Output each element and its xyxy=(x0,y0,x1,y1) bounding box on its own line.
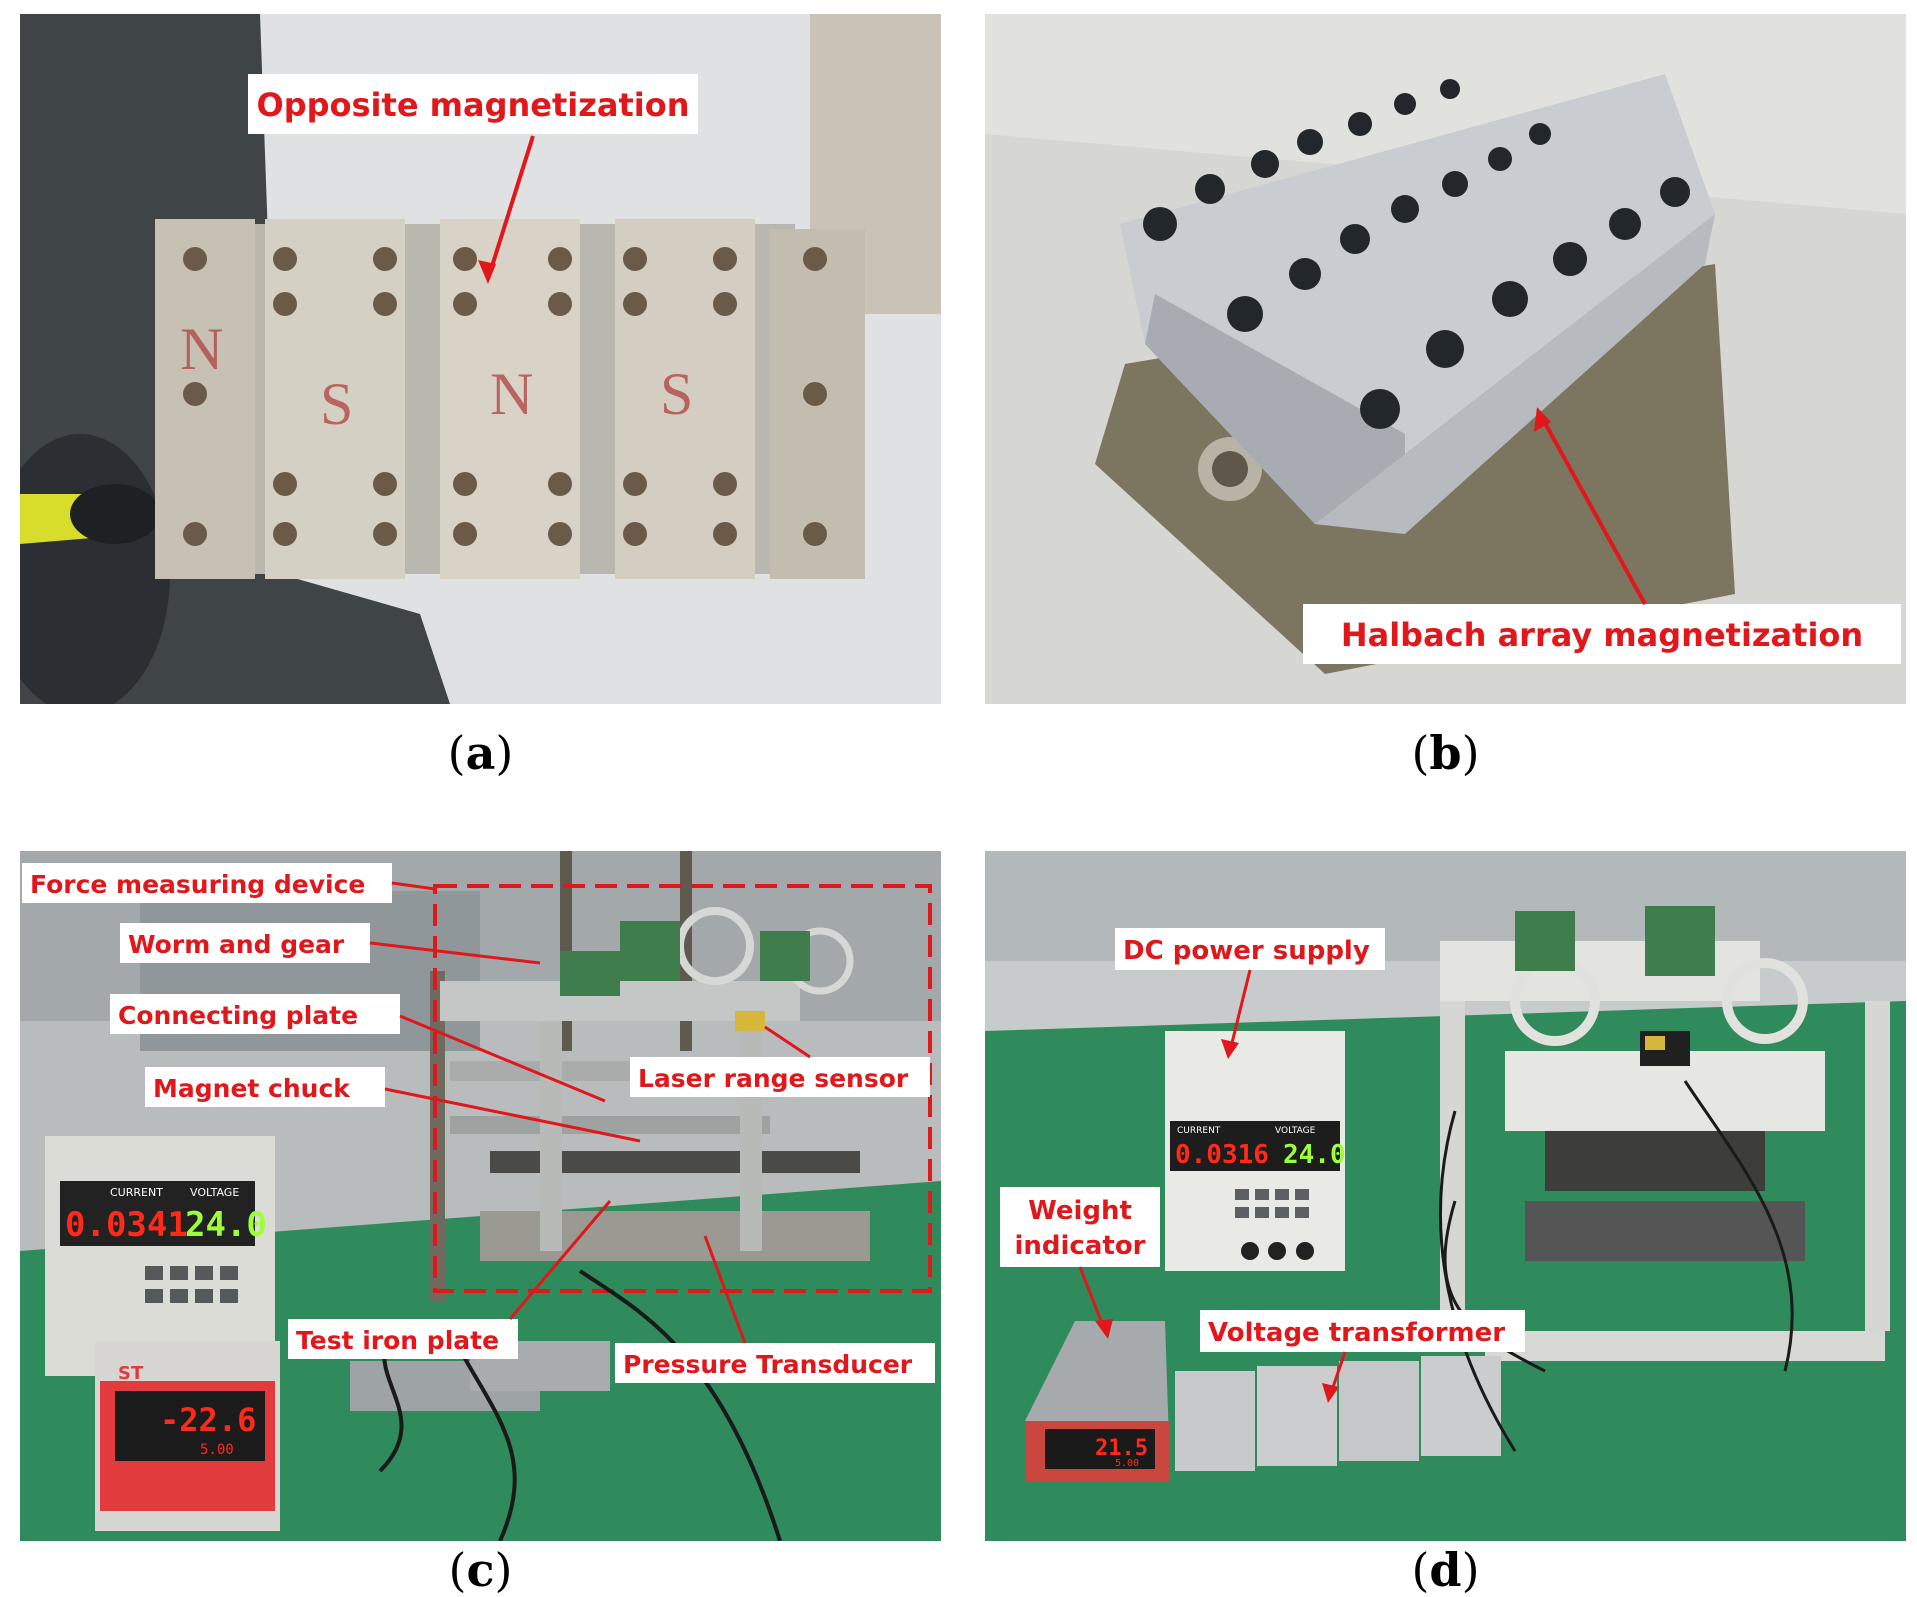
photo-panel-a: N S N S Opposite magnetization xyxy=(20,14,941,704)
weight-indicator-label-line1: Weight xyxy=(1028,1196,1132,1226)
arrow-head-icon xyxy=(1322,1383,1339,1403)
svg-text:ST: ST xyxy=(118,1363,144,1384)
voltage-transformer-label: Voltage transformer xyxy=(1208,1318,1505,1348)
callout-box-opposite xyxy=(248,74,698,134)
dc-power-supply: CURRENT VOLTAGE 0.0341 24.0 xyxy=(45,1136,275,1376)
caption-c: (c) xyxy=(448,1543,513,1597)
caption-b: (b) xyxy=(1411,726,1480,780)
photo-panel-d: CURRENT VOLTAGE 0.0316 24.0 21.5 5.00 xyxy=(985,851,1906,1541)
callout-arrow xyxy=(1538,413,1647,605)
voltage-transformers-d xyxy=(1175,1356,1501,1471)
indicator-value-readout: -22.6 xyxy=(160,1401,256,1439)
halbach-array-label: Halbach array magnetization xyxy=(1341,616,1863,654)
psu-current-readout: 0.0341 xyxy=(65,1205,188,1245)
svg-text:S: S xyxy=(660,361,693,427)
arrow-head-icon xyxy=(478,260,496,284)
screw-holes xyxy=(183,247,827,546)
svg-text:5.00: 5.00 xyxy=(1115,1458,1139,1469)
svg-text:5.00: 5.00 xyxy=(200,1442,234,1458)
psu-voltage-readout-d: 24.0 xyxy=(1283,1140,1346,1170)
force-measuring-device-label: Force measuring device xyxy=(30,870,365,899)
svg-text:VOLTAGE: VOLTAGE xyxy=(190,1186,239,1199)
connecting-plate-label: Connecting plate xyxy=(118,1001,358,1030)
svg-text:N: N xyxy=(180,316,223,382)
arrow-head-icon xyxy=(1095,1319,1113,1339)
photo-panel-c: CURRENT VOLTAGE 0.0341 24.0 ST -22.6 5.0… xyxy=(20,851,941,1541)
voltage-transformers xyxy=(350,1341,610,1411)
test-iron-plate-label: Test iron plate xyxy=(296,1326,499,1355)
indicator-value-readout-d: 21.5 xyxy=(1095,1436,1148,1461)
weight-indicator-d: 21.5 5.00 xyxy=(1025,1321,1170,1481)
press-frame xyxy=(430,851,870,1301)
magnet-plates xyxy=(155,219,865,579)
worm-and-gear-label: Worm and gear xyxy=(128,930,345,959)
plate-handwriting: N S N S xyxy=(180,316,693,437)
svg-text:N: N xyxy=(490,361,533,427)
dc-power-supply-label: DC power supply xyxy=(1123,936,1370,966)
caption-a: (a) xyxy=(447,726,514,780)
force-measuring-setup-photo: CURRENT VOLTAGE 0.0341 24.0 ST -22.6 5.0… xyxy=(20,851,941,1541)
svg-text:CURRENT: CURRENT xyxy=(1177,1126,1221,1136)
magnet-chuck-label: Magnet chuck xyxy=(153,1074,351,1103)
opposite-magnetization-label: Opposite magnetization xyxy=(257,86,690,124)
dc-power-supply-d: CURRENT VOLTAGE 0.0316 24.0 xyxy=(1165,1031,1346,1271)
arrow-head-icon xyxy=(1534,407,1551,432)
pressure-transducer-label: Pressure Transducer xyxy=(623,1350,913,1379)
cables-d xyxy=(1438,1080,1794,1452)
callout-arrow xyxy=(486,135,535,280)
psu-current-readout-d: 0.0316 xyxy=(1175,1140,1269,1170)
magnet-bolt-holes xyxy=(1143,79,1690,429)
photo-panel-b: Halbach array magnetization xyxy=(985,14,1906,704)
svg-text:CURRENT: CURRENT xyxy=(110,1186,163,1199)
callout-box-halbach xyxy=(1303,604,1901,664)
panel-d-callouts: DC power supply Weight indicator Voltage… xyxy=(1000,928,1525,1403)
magnet-bars xyxy=(1120,74,1715,534)
psu-voltage-readout: 24.0 xyxy=(185,1205,267,1245)
svg-text:S: S xyxy=(320,371,353,437)
weight-indicator-c: ST -22.6 5.00 xyxy=(95,1341,280,1531)
opposite-magnetization-photo: N S N S Opposite magnetization xyxy=(20,14,941,704)
svg-text:VOLTAGE: VOLTAGE xyxy=(1275,1126,1316,1136)
panel-c-callouts: Force measuring device Worm and gear Con… xyxy=(22,863,935,1383)
caption-d: (d) xyxy=(1411,1543,1480,1597)
arrow-head-icon xyxy=(1221,1039,1239,1059)
halbach-array-photo: Halbach array magnetization xyxy=(985,14,1906,704)
power-and-indicator-photo: CURRENT VOLTAGE 0.0316 24.0 21.5 5.00 xyxy=(985,851,1906,1541)
laser-range-sensor-label: Laser range sensor xyxy=(638,1064,909,1093)
weight-indicator-label-line2: indicator xyxy=(1014,1231,1145,1261)
